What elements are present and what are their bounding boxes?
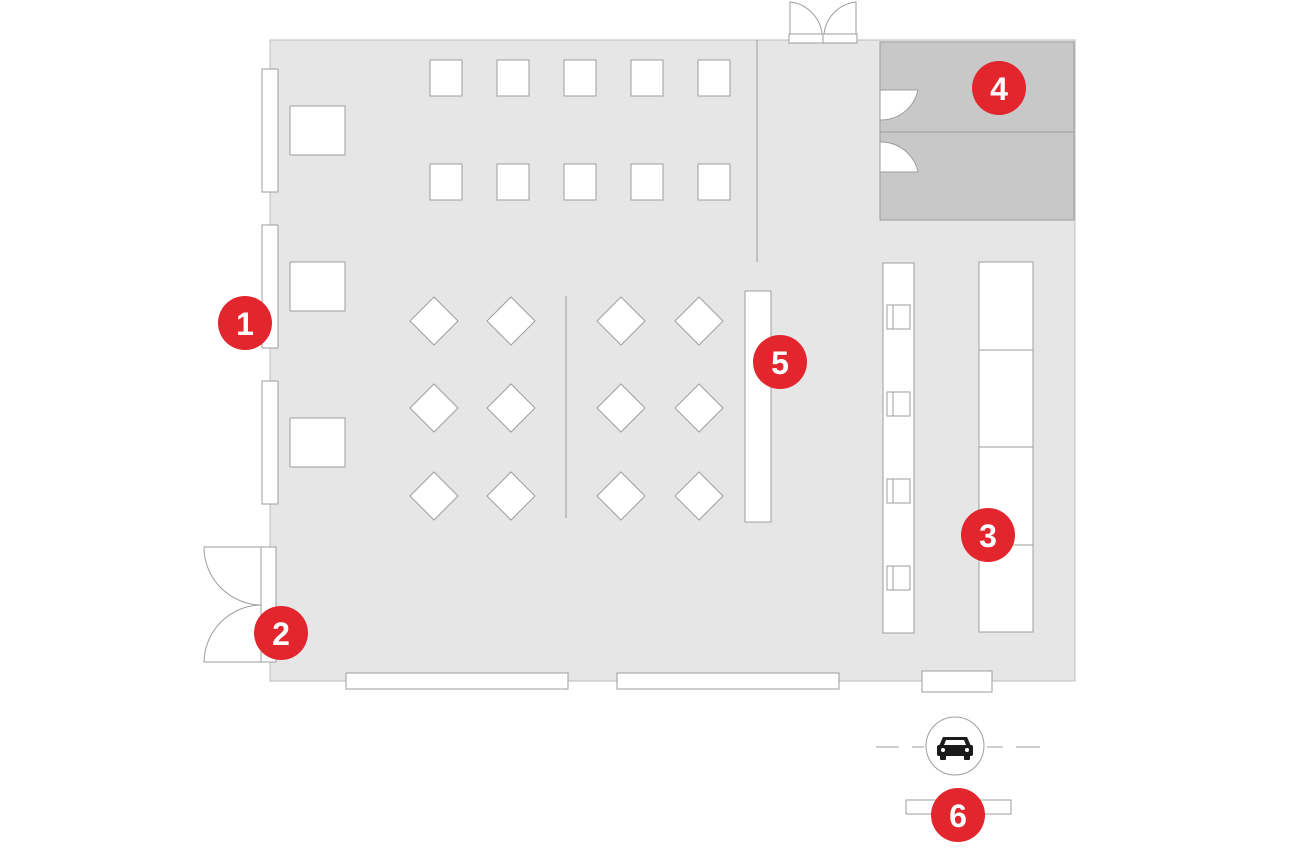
marker-4-label: 4: [990, 71, 1008, 107]
diamond-tables: [409, 296, 724, 521]
marker-2-label: 2: [272, 616, 290, 652]
car-icon: [937, 737, 973, 760]
left-window: [261, 68, 279, 193]
marker-5[interactable]: 5: [753, 335, 807, 389]
marker-4[interactable]: 4: [972, 61, 1026, 115]
office-door-lower: [879, 141, 919, 173]
office-room-lower: [879, 131, 1075, 221]
side-table: [289, 261, 346, 312]
marker-6[interactable]: 6: [931, 788, 985, 842]
marker-6-label: 6: [949, 798, 967, 834]
office-door-upper: [879, 89, 919, 121]
storage-area: [978, 261, 1034, 633]
marker-3-label: 3: [979, 518, 997, 554]
marker-1-label: 1: [236, 306, 254, 342]
marker-2[interactable]: 2: [254, 606, 308, 660]
side-table: [289, 105, 346, 156]
shelving-unit: [882, 262, 915, 634]
bottom-window: [616, 672, 840, 690]
marker-3[interactable]: 3: [961, 508, 1015, 562]
side-table: [289, 417, 346, 468]
left-window: [261, 380, 279, 505]
marker-5-label: 5: [771, 345, 789, 381]
square-tables: [429, 59, 731, 201]
counter-bar: [744, 290, 772, 523]
bottom-window: [345, 672, 569, 690]
marker-1[interactable]: 1: [218, 296, 272, 350]
bottom-door: [921, 670, 993, 693]
top-entrance-door: [788, 1, 858, 44]
